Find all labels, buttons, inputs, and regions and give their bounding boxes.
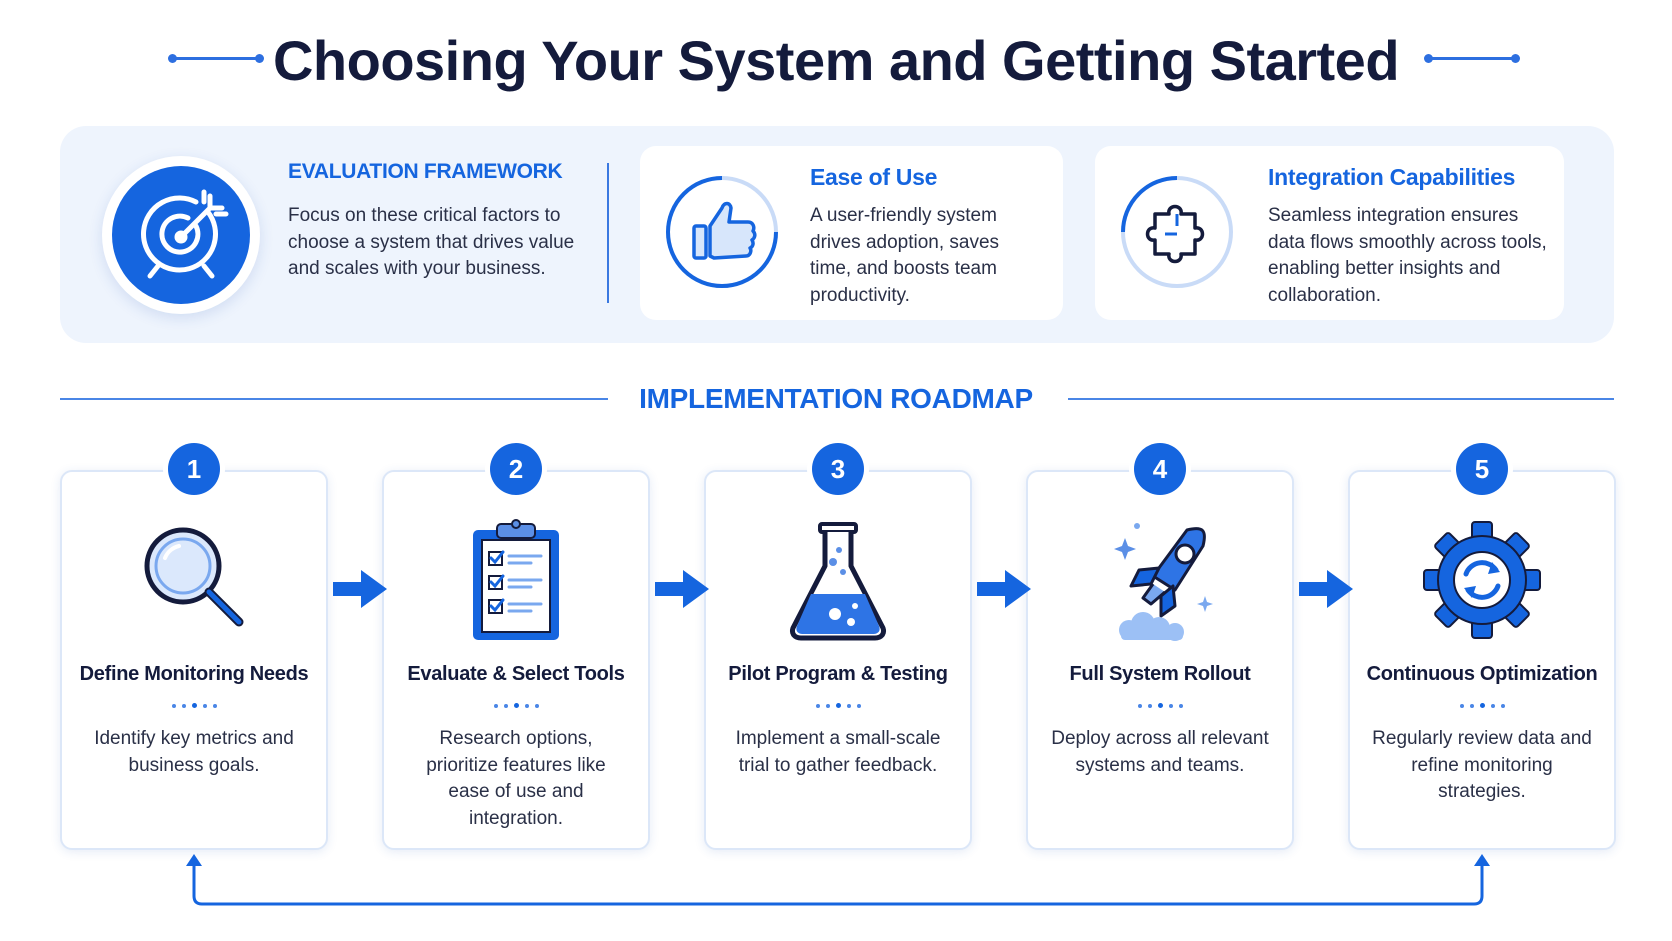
- step-title: Continuous Optimization: [1366, 663, 1598, 685]
- panel-divider: [607, 163, 609, 303]
- feature-card-integration: Integration Capabilities Seamless integr…: [1095, 146, 1564, 320]
- arrow-right-icon: [977, 570, 1031, 608]
- step-title: Evaluate & Select Tools: [407, 663, 625, 685]
- feature-card-ease-of-use: Ease of Use A user-friendly system drive…: [640, 146, 1063, 320]
- feature-text: Seamless integration ensures data flows …: [1268, 205, 1547, 306]
- framework-badge: [102, 156, 260, 314]
- target-icon: [141, 189, 229, 279]
- step-dots: [1026, 703, 1294, 708]
- step-title: Define Monitoring Needs: [79, 663, 309, 685]
- roadmap-divider-left: [60, 398, 608, 400]
- clipboard-checklist-icon: [473, 519, 559, 640]
- step-card-4: [1026, 470, 1294, 850]
- header: Choosing Your System and Getting Started: [0, 22, 1672, 92]
- step-description: Regularly review data and refine monitor…: [1372, 728, 1592, 802]
- page-title: Choosing Your System and Getting Started: [272, 29, 1400, 92]
- feature-title: Ease of Use: [810, 164, 938, 190]
- step-number: 5: [1456, 443, 1508, 495]
- step-number: 2: [490, 443, 542, 495]
- thumbs-up-icon: [666, 176, 778, 288]
- step-description: Deploy across all relevant systems and t…: [1051, 728, 1269, 776]
- framework-text: Focus on these critical factors to choos…: [288, 205, 575, 279]
- arrow-right-icon: [1299, 570, 1353, 608]
- feature-text: A user-friendly system drives adoption, …: [810, 205, 1000, 306]
- title-decoration-left: [168, 54, 264, 63]
- rocket-icon: [1114, 523, 1213, 641]
- framework-title: EVALUATION FRAMEWORK: [288, 160, 563, 183]
- step-description: Implement a small-scale trial to gather …: [735, 728, 941, 776]
- step-number: 1: [168, 443, 220, 495]
- magnifier-icon: [144, 527, 244, 627]
- roadmap-divider-right: [1068, 398, 1614, 400]
- step-description: Research options, prioritize features li…: [426, 728, 606, 829]
- step-dots: [1348, 703, 1616, 708]
- step-number: 4: [1134, 443, 1186, 495]
- title-decoration-right: [1424, 54, 1520, 63]
- step-dots: [382, 703, 650, 708]
- step-number: 3: [812, 443, 864, 495]
- step-dots: [704, 703, 972, 708]
- step-description: Identify key metrics and business goals.: [94, 728, 294, 776]
- step-title: Pilot Program & Testing: [728, 663, 948, 685]
- gear-refresh-icon: [1423, 521, 1541, 639]
- flask-icon: [790, 522, 886, 641]
- feature-title: Integration Capabilities: [1268, 164, 1516, 190]
- arrow-right-icon: [333, 570, 387, 608]
- step-title: Full System Rollout: [1069, 663, 1251, 685]
- step-dots: [60, 703, 328, 708]
- arrow-right-icon: [655, 570, 709, 608]
- puzzle-icon: [1121, 176, 1233, 288]
- roadmap-title: IMPLEMENTATION ROADMAP: [639, 383, 1033, 414]
